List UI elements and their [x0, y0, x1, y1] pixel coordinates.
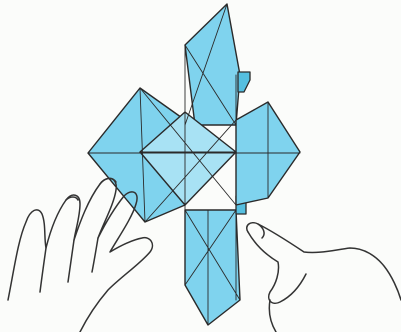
vertical-flap-top [185, 4, 240, 125]
right-hand-icon [247, 223, 401, 332]
vertical-flap-bottom [185, 210, 240, 325]
origami-model-icon [88, 4, 300, 325]
right-tab-top [238, 72, 250, 92]
